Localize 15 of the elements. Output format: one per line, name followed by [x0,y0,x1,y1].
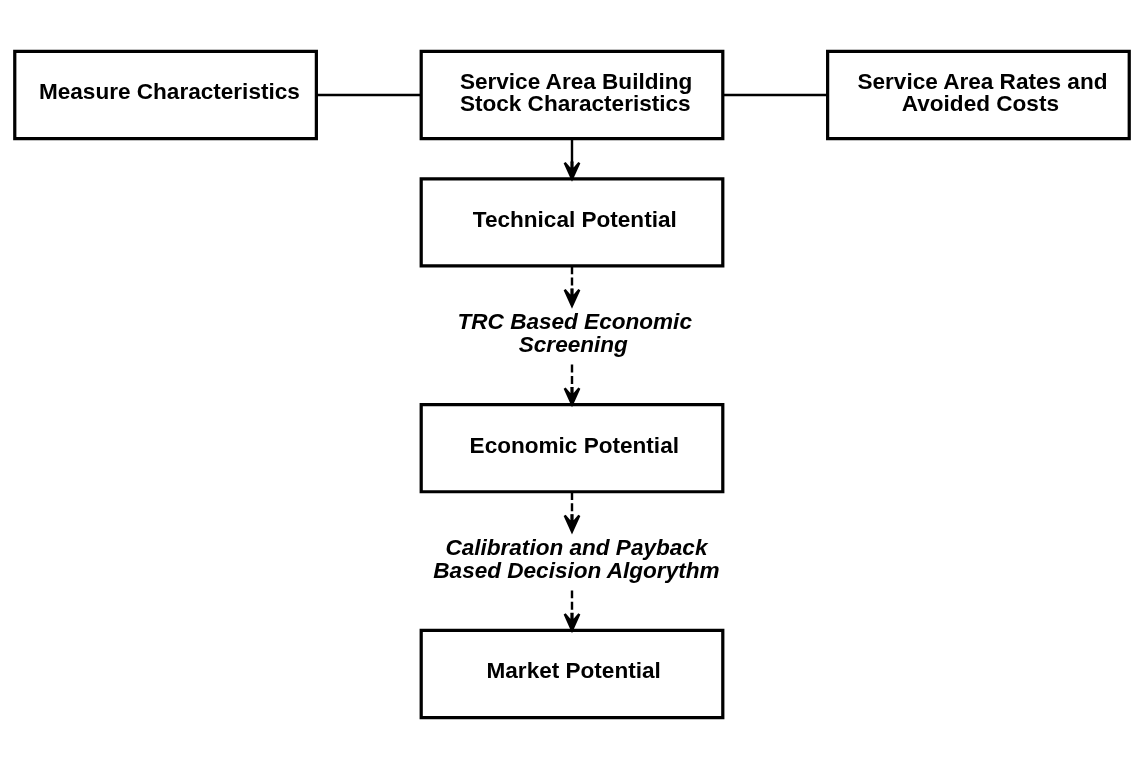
node-text: TRC Based Economic Screening [457,308,692,357]
arrow [563,491,581,533]
node-box: Measure Characteristics [13,49,318,140]
arrow [563,589,581,631]
node-text: Calibration and Payback Based Decision Algorythm [433,534,720,583]
node-box: Market Potential [419,628,725,719]
arrow [563,138,581,180]
node-box: Service Area Rates and Avoided Costs [826,49,1131,140]
connector [722,93,828,96]
node-box: Service Area Building Stock Characteristics [419,49,725,140]
node-box: Technical Potential [419,176,725,268]
node-box: Economic Potential [419,402,725,493]
arrow [563,265,581,307]
connector [316,93,421,96]
arrow [563,364,581,406]
